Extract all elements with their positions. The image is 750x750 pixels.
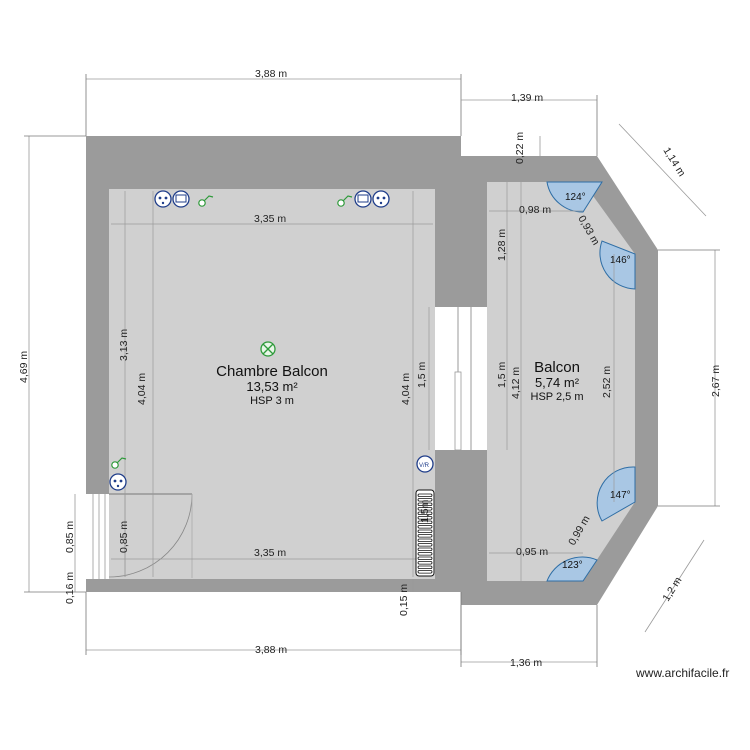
network-socket-icon[interactable] [172, 190, 190, 208]
ceiling-light-icon[interactable] [260, 341, 276, 357]
dim-room-right-height: 4,04 m [400, 373, 412, 405]
radiator-fin [417, 556, 433, 560]
radiator-fin [417, 498, 433, 502]
radiator-label: 1,5m [419, 499, 431, 523]
outlet-icon[interactable] [109, 473, 127, 491]
room-name-balcon: Balcon [534, 359, 580, 376]
radiator[interactable]: 1,5m [415, 489, 435, 577]
room-name-chambre: Chambre Balcon [216, 363, 328, 380]
dim-bottom-wall: 0,15 m [398, 584, 410, 616]
angle-label-top: 124° [565, 192, 586, 203]
dim-room-left-upper: 3,13 m [118, 329, 130, 361]
radiator-fin [417, 565, 433, 569]
radiator-fin [417, 520, 433, 524]
entry-door-opening [86, 494, 109, 579]
ventilation-icon[interactable]: V/R [416, 455, 434, 473]
radiator-fin [417, 507, 433, 511]
radiator-fin [417, 561, 433, 565]
radiator-fin [417, 511, 433, 515]
dim-right-height: 2,67 m [710, 365, 722, 397]
dim-bottom-width: 3,88 m [255, 644, 287, 656]
angle-label-bottom-right: 147° [610, 490, 631, 501]
room-hsp-chambre: HSP 3 m [250, 395, 294, 407]
dim-balcony-opening: 1,5 m [496, 361, 508, 388]
dimension-lines [24, 74, 720, 667]
room-floor-balcon [487, 182, 635, 581]
radiator-fin [417, 538, 433, 542]
dim-room-left-height: 4,04 m [136, 373, 148, 405]
radiator-fin [417, 529, 433, 533]
radiator-fin [417, 570, 433, 574]
room-area-chambre: 13,53 m² [246, 379, 298, 394]
dim-left-height: 4,69 m [18, 351, 30, 383]
angle-marker-bottom-right [596, 466, 636, 522]
outlet-icon[interactable] [372, 190, 390, 208]
room-floor-chambre [109, 189, 435, 579]
outlet-icon[interactable] [154, 190, 172, 208]
radiator-fin [417, 552, 433, 556]
switch-icon[interactable] [337, 195, 353, 207]
dim-room-door-height: 1,5 m [416, 361, 428, 388]
svg-text:V/R: V/R [419, 463, 430, 469]
dim-balcony-right: 2,52 m [601, 366, 613, 398]
radiator-fin [417, 502, 433, 506]
room-hsp-balcon: HSP 2,5 m [531, 391, 584, 403]
radiator-fin [417, 543, 433, 547]
angle-label-top-right: 146° [610, 255, 631, 266]
brand-watermark: www.archifacile.fr [635, 666, 729, 680]
radiator-fin [417, 534, 433, 538]
angle-label-bottom: 123° [562, 560, 583, 571]
radiator-fin [417, 493, 433, 497]
dim-balcony-top: 1,28 m [496, 229, 508, 261]
dim-top-width: 3,88 m [255, 68, 287, 80]
radiator-fin [417, 525, 433, 529]
dim-left-door: 0,85 m [64, 521, 76, 553]
radiator-fin [417, 516, 433, 520]
dim-diag-top-right: 1,14 m [660, 145, 687, 179]
dim-room-bottom-width: 3,35 m [254, 547, 286, 559]
dim-balcony-bottom-width: 0,95 m [516, 546, 548, 558]
dim-bottom-right-width: 1,36 m [510, 657, 542, 669]
radiator-fin [417, 547, 433, 551]
switch-icon[interactable] [198, 195, 214, 207]
switch-icon[interactable] [111, 457, 127, 469]
dim-top-right-wall: 0,22 m [514, 132, 526, 164]
radiator-fins [417, 493, 433, 574]
dim-top-right-width: 1,39 m [511, 92, 543, 104]
room-area-balcon: 5,74 m² [535, 375, 580, 390]
angle-marker-bottom [546, 556, 598, 582]
dim-balcony-height: 4,12 m [510, 367, 522, 399]
door-swing-arc [108, 493, 193, 578]
angle-marker-top [546, 181, 603, 213]
network-socket-icon[interactable] [354, 190, 372, 208]
dim-balcony-top-width: 0,98 m [519, 204, 551, 216]
dim-diag-bottom-right: 1,2 m [660, 575, 684, 604]
dim-room-top-width: 3,35 m [254, 213, 286, 225]
dim-left-bottom-wall: 0,16 m [64, 572, 76, 604]
angle-marker-top-right [599, 240, 636, 290]
dim-room-left-door: 0,85 m [118, 521, 130, 553]
